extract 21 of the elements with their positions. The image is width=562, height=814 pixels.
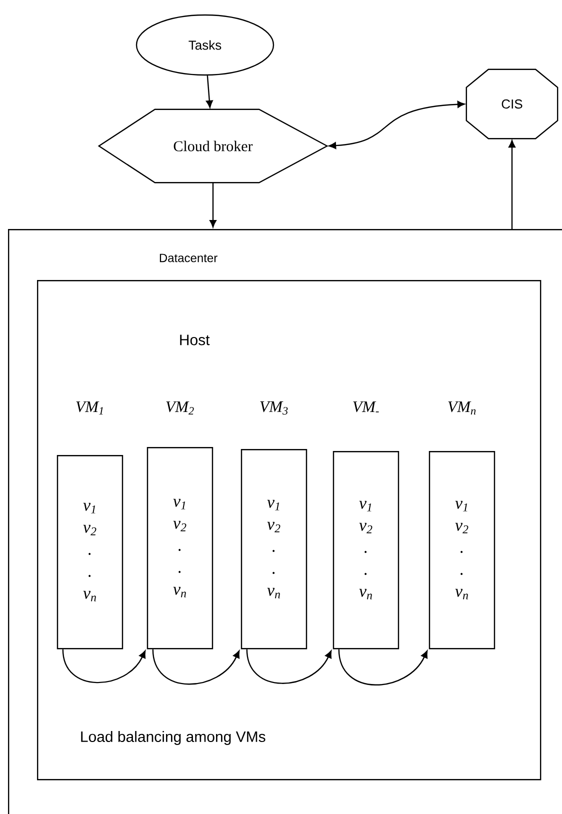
node-label: VM$_{-}$ — [353, 401, 379, 412]
host-box: Host VM$_{1}$ v$_{1}$ v$_{2}$ . . v$_{n}$ VM$_{2}$ v$_{1}$ v$_{2}$ . . v$_{n}$ VM$_{3}$ v$_{1}$ v$_{2}$ . . v$_{n}$ VM$_{-}$ v$_{1}$ v$_{2}$ . . v$_{n}$ VM$_{n}$ v$_{1}$ v$_{2}$ . . v$_{n}$ Load balancing among VMs — [37, 280, 542, 780]
arrow — [338, 649, 428, 686]
node-label: VM$_{1}$ — [76, 401, 103, 415]
vm-box: VM$_{1}$ v$_{1}$ v$_{2}$ . . v$_{n}$ — [56, 401, 124, 650]
arrow — [246, 649, 332, 684]
arrow — [62, 649, 146, 684]
arrow — [508, 140, 516, 229]
vm-box: VM$_{n}$ v$_{1}$ v$_{2}$ . . v$_{n}$ — [428, 401, 496, 650]
arrow — [152, 649, 240, 685]
datacenter-box: Datacenter Host VM$_{1}$ v$_{1}$ v$_{2}$ . . v$_{n}$ VM$_{2}$ v$_{1}$ v$_{2}$ . . v$_{n}$ VM$_{3}$ v$_{1}$ v$_{2}$ . . v$_{n}$ VM$_{-}$ v$_{1}$ v$_{2}$ . . v$_{n}$ VM$_{n}$ v$_{1}$ v$_{2}$ . . v$_{n}$ Load balancing among VMs — [8, 229, 562, 814]
arrow — [206, 76, 213, 108]
octagon: CIS — [466, 68, 558, 140]
node-label: VM$_{n}$ — [448, 401, 476, 415]
arrow — [210, 182, 216, 228]
arrow — [328, 100, 465, 149]
vm-box: VM$_{-}$ v$_{1}$ v$_{2}$ . . v$_{n}$ — [332, 401, 400, 650]
node-label: VM$_{2}$ — [166, 401, 194, 415]
vm-box: VM$_{3}$ v$_{1}$ v$_{2}$ . . v$_{n}$ — [240, 401, 308, 650]
node-label: VM$_{3}$ — [260, 401, 288, 415]
vm-box: VM$_{2}$ v$_{1}$ v$_{2}$ . . v$_{n}$ — [146, 401, 214, 650]
